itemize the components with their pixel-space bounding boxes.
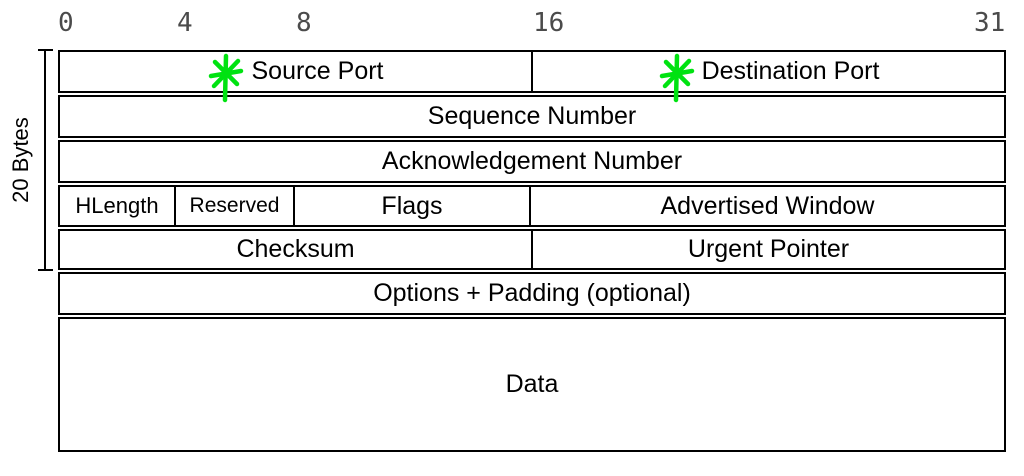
header-field-box: Source Port Destination Port xyxy=(58,50,1006,452)
field-label: Destination Port xyxy=(701,57,880,85)
row-ports: Source Port Destination Port xyxy=(58,50,1006,103)
cell-urgent-pointer: Urgent Pointer xyxy=(533,231,1004,268)
field-label: Checksum xyxy=(236,235,355,263)
cell-checksum: Checksum xyxy=(60,231,533,268)
bit-tick-31: 31 xyxy=(974,8,1006,38)
field-label: Source Port xyxy=(251,57,384,85)
row-acknowledgement-number: Acknowledgement Number xyxy=(58,140,1006,183)
bracket-label: 20 Bytes xyxy=(8,117,33,203)
bracket-vertical-line xyxy=(44,50,46,271)
cell-sequence-number: Sequence Number xyxy=(60,97,1004,136)
cell-options-padding: Options + Padding (optional) xyxy=(60,274,1004,313)
cell-acknowledgement-number: Acknowledgement Number xyxy=(60,142,1004,181)
field-label: Acknowledgement Number xyxy=(381,147,683,175)
field-label: Advertised Window xyxy=(660,191,875,220)
cell-data: Data xyxy=(60,319,1004,450)
asterisk-icon xyxy=(658,52,698,103)
cell-source-port: Source Port xyxy=(60,52,533,103)
row-data: Data xyxy=(58,317,1006,452)
cell-advertised-window: Advertised Window xyxy=(531,187,1004,225)
bit-tick-0: 0 xyxy=(58,8,74,38)
bracket-bottom-tick xyxy=(38,269,53,271)
cell-destination-port: Destination Port xyxy=(533,52,1004,103)
field-label: Options + Padding (optional) xyxy=(373,279,691,307)
field-label: HLength xyxy=(75,193,159,218)
row-options-padding: Options + Padding (optional) xyxy=(58,272,1006,315)
bit-tick-16: 16 xyxy=(533,8,565,38)
field-label: Flags xyxy=(381,191,443,220)
field-label: Reserved xyxy=(189,194,280,217)
cell-hlength: HLength xyxy=(60,187,176,225)
field-label: Data xyxy=(505,370,559,398)
cell-flags: Flags xyxy=(295,187,531,225)
field-label: Sequence Number xyxy=(427,102,637,130)
row-checksum-urgent: Checksum Urgent Pointer xyxy=(58,229,1006,270)
bracket-top-tick xyxy=(38,49,53,51)
cell-reserved: Reserved xyxy=(176,187,295,225)
asterisk-icon xyxy=(207,52,247,103)
bit-tick-4: 4 xyxy=(177,8,193,38)
row-flags-window: HLength Reserved Flags Advertised Window xyxy=(58,185,1006,227)
field-label: Urgent Pointer xyxy=(687,235,850,263)
row-sequence-number: Sequence Number xyxy=(58,95,1006,138)
bit-tick-8: 8 xyxy=(296,8,312,38)
